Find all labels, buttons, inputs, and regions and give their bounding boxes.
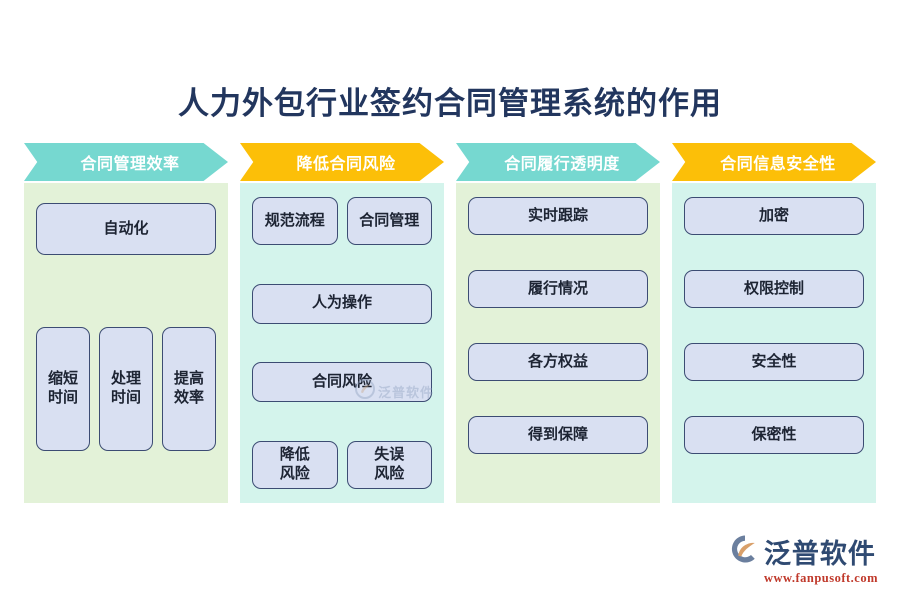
node-contract-management[interactable]: 合同管理 bbox=[346, 197, 432, 245]
spacer bbox=[252, 402, 432, 441]
brand-url: www.fanpusoft.com bbox=[763, 571, 878, 585]
node-processing-time[interactable]: 处理 时间 bbox=[99, 327, 153, 451]
column-body-4: 加密 权限控制 安全性 保密性 bbox=[672, 183, 876, 503]
fanpu-logo-icon bbox=[730, 534, 760, 569]
column-header-2: 降低合同风险 bbox=[240, 143, 444, 181]
node-security[interactable]: 安全性 bbox=[684, 343, 864, 381]
column-body-3: 实时跟踪 履行情况 各方权益 得到保障 bbox=[456, 183, 660, 503]
node-permission-control[interactable]: 权限控制 bbox=[684, 270, 864, 308]
spacer bbox=[468, 381, 648, 416]
spacer bbox=[684, 454, 864, 489]
pair-row-top: 规范流程 合同管理 bbox=[252, 197, 432, 245]
node-reduce-risk[interactable]: 降低 风险 bbox=[252, 441, 338, 490]
node-performance-status[interactable]: 履行情况 bbox=[468, 270, 648, 308]
spacer bbox=[684, 381, 864, 416]
column-header-4: 合同信息安全性 bbox=[672, 143, 876, 181]
node-party-rights[interactable]: 各方权益 bbox=[468, 343, 648, 381]
column-contract-information-security: 合同信息安全性 加密 权限控制 安全性 保密性 bbox=[672, 143, 876, 503]
node-encryption[interactable]: 加密 bbox=[684, 197, 864, 235]
node-guaranteed[interactable]: 得到保障 bbox=[468, 416, 648, 454]
node-confidentiality[interactable]: 保密性 bbox=[684, 416, 864, 454]
node-automation[interactable]: 自动化 bbox=[36, 203, 216, 255]
column-header-3: 合同履行透明度 bbox=[456, 143, 660, 181]
column-header-3-label: 合同履行透明度 bbox=[504, 156, 620, 173]
spacer bbox=[468, 308, 648, 343]
spacer bbox=[252, 324, 432, 363]
column-body-2: 规范流程 合同管理 人为操作 合同风险 降低 风险 失误 风险 bbox=[240, 183, 444, 503]
column-header-4-label: 合同信息安全性 bbox=[720, 156, 836, 173]
spacer bbox=[468, 454, 648, 489]
column-body-1: 自动化 缩短 时间 处理 时间 提高 效率 bbox=[24, 183, 228, 503]
tall-node-row: 缩短 时间 处理 时间 提高 效率 bbox=[36, 327, 216, 451]
node-manual-operation[interactable]: 人为操作 bbox=[252, 283, 432, 324]
spacer bbox=[684, 235, 864, 270]
spacer bbox=[36, 255, 216, 327]
node-realtime-tracking[interactable]: 实时跟踪 bbox=[468, 197, 648, 235]
page-title: 人力外包行业签约合同管理系统的作用 bbox=[178, 86, 722, 121]
column-header-2-label: 降低合同风险 bbox=[296, 156, 396, 173]
column-header-1: 合同管理效率 bbox=[24, 143, 228, 181]
column-contract-management-efficiency: 合同管理效率 自动化 缩短 时间 处理 时间 提高 效率 bbox=[24, 143, 228, 503]
node-error-risk[interactable]: 失误 风险 bbox=[346, 441, 432, 490]
node-improve-efficiency[interactable]: 提高 效率 bbox=[162, 327, 216, 451]
pair-row-bottom: 降低 风险 失误 风险 bbox=[252, 441, 432, 490]
column-header-1-label: 合同管理效率 bbox=[80, 156, 180, 173]
brand-row: 泛普软件 bbox=[730, 532, 876, 571]
node-standard-process[interactable]: 规范流程 bbox=[252, 197, 338, 245]
spacer bbox=[252, 245, 432, 284]
brand-logo: 泛普软件 www.fanpusoft.com bbox=[730, 532, 878, 586]
column-reduce-contract-risk: 降低合同风险 规范流程 合同管理 人为操作 合同风险 降低 风险 失误 风险 bbox=[240, 143, 444, 503]
infographic-columns: 合同管理效率 自动化 缩短 时间 处理 时间 提高 效率 降低合同风险 规范流程… bbox=[24, 143, 876, 503]
node-contract-risk[interactable]: 合同风险 bbox=[252, 362, 432, 403]
spacer bbox=[684, 308, 864, 343]
spacer bbox=[468, 235, 648, 270]
column-contract-performance-transparency: 合同履行透明度 实时跟踪 履行情况 各方权益 得到保障 bbox=[456, 143, 660, 503]
brand-name: 泛普软件 bbox=[763, 539, 876, 569]
node-shorten-time[interactable]: 缩短 时间 bbox=[36, 327, 90, 451]
